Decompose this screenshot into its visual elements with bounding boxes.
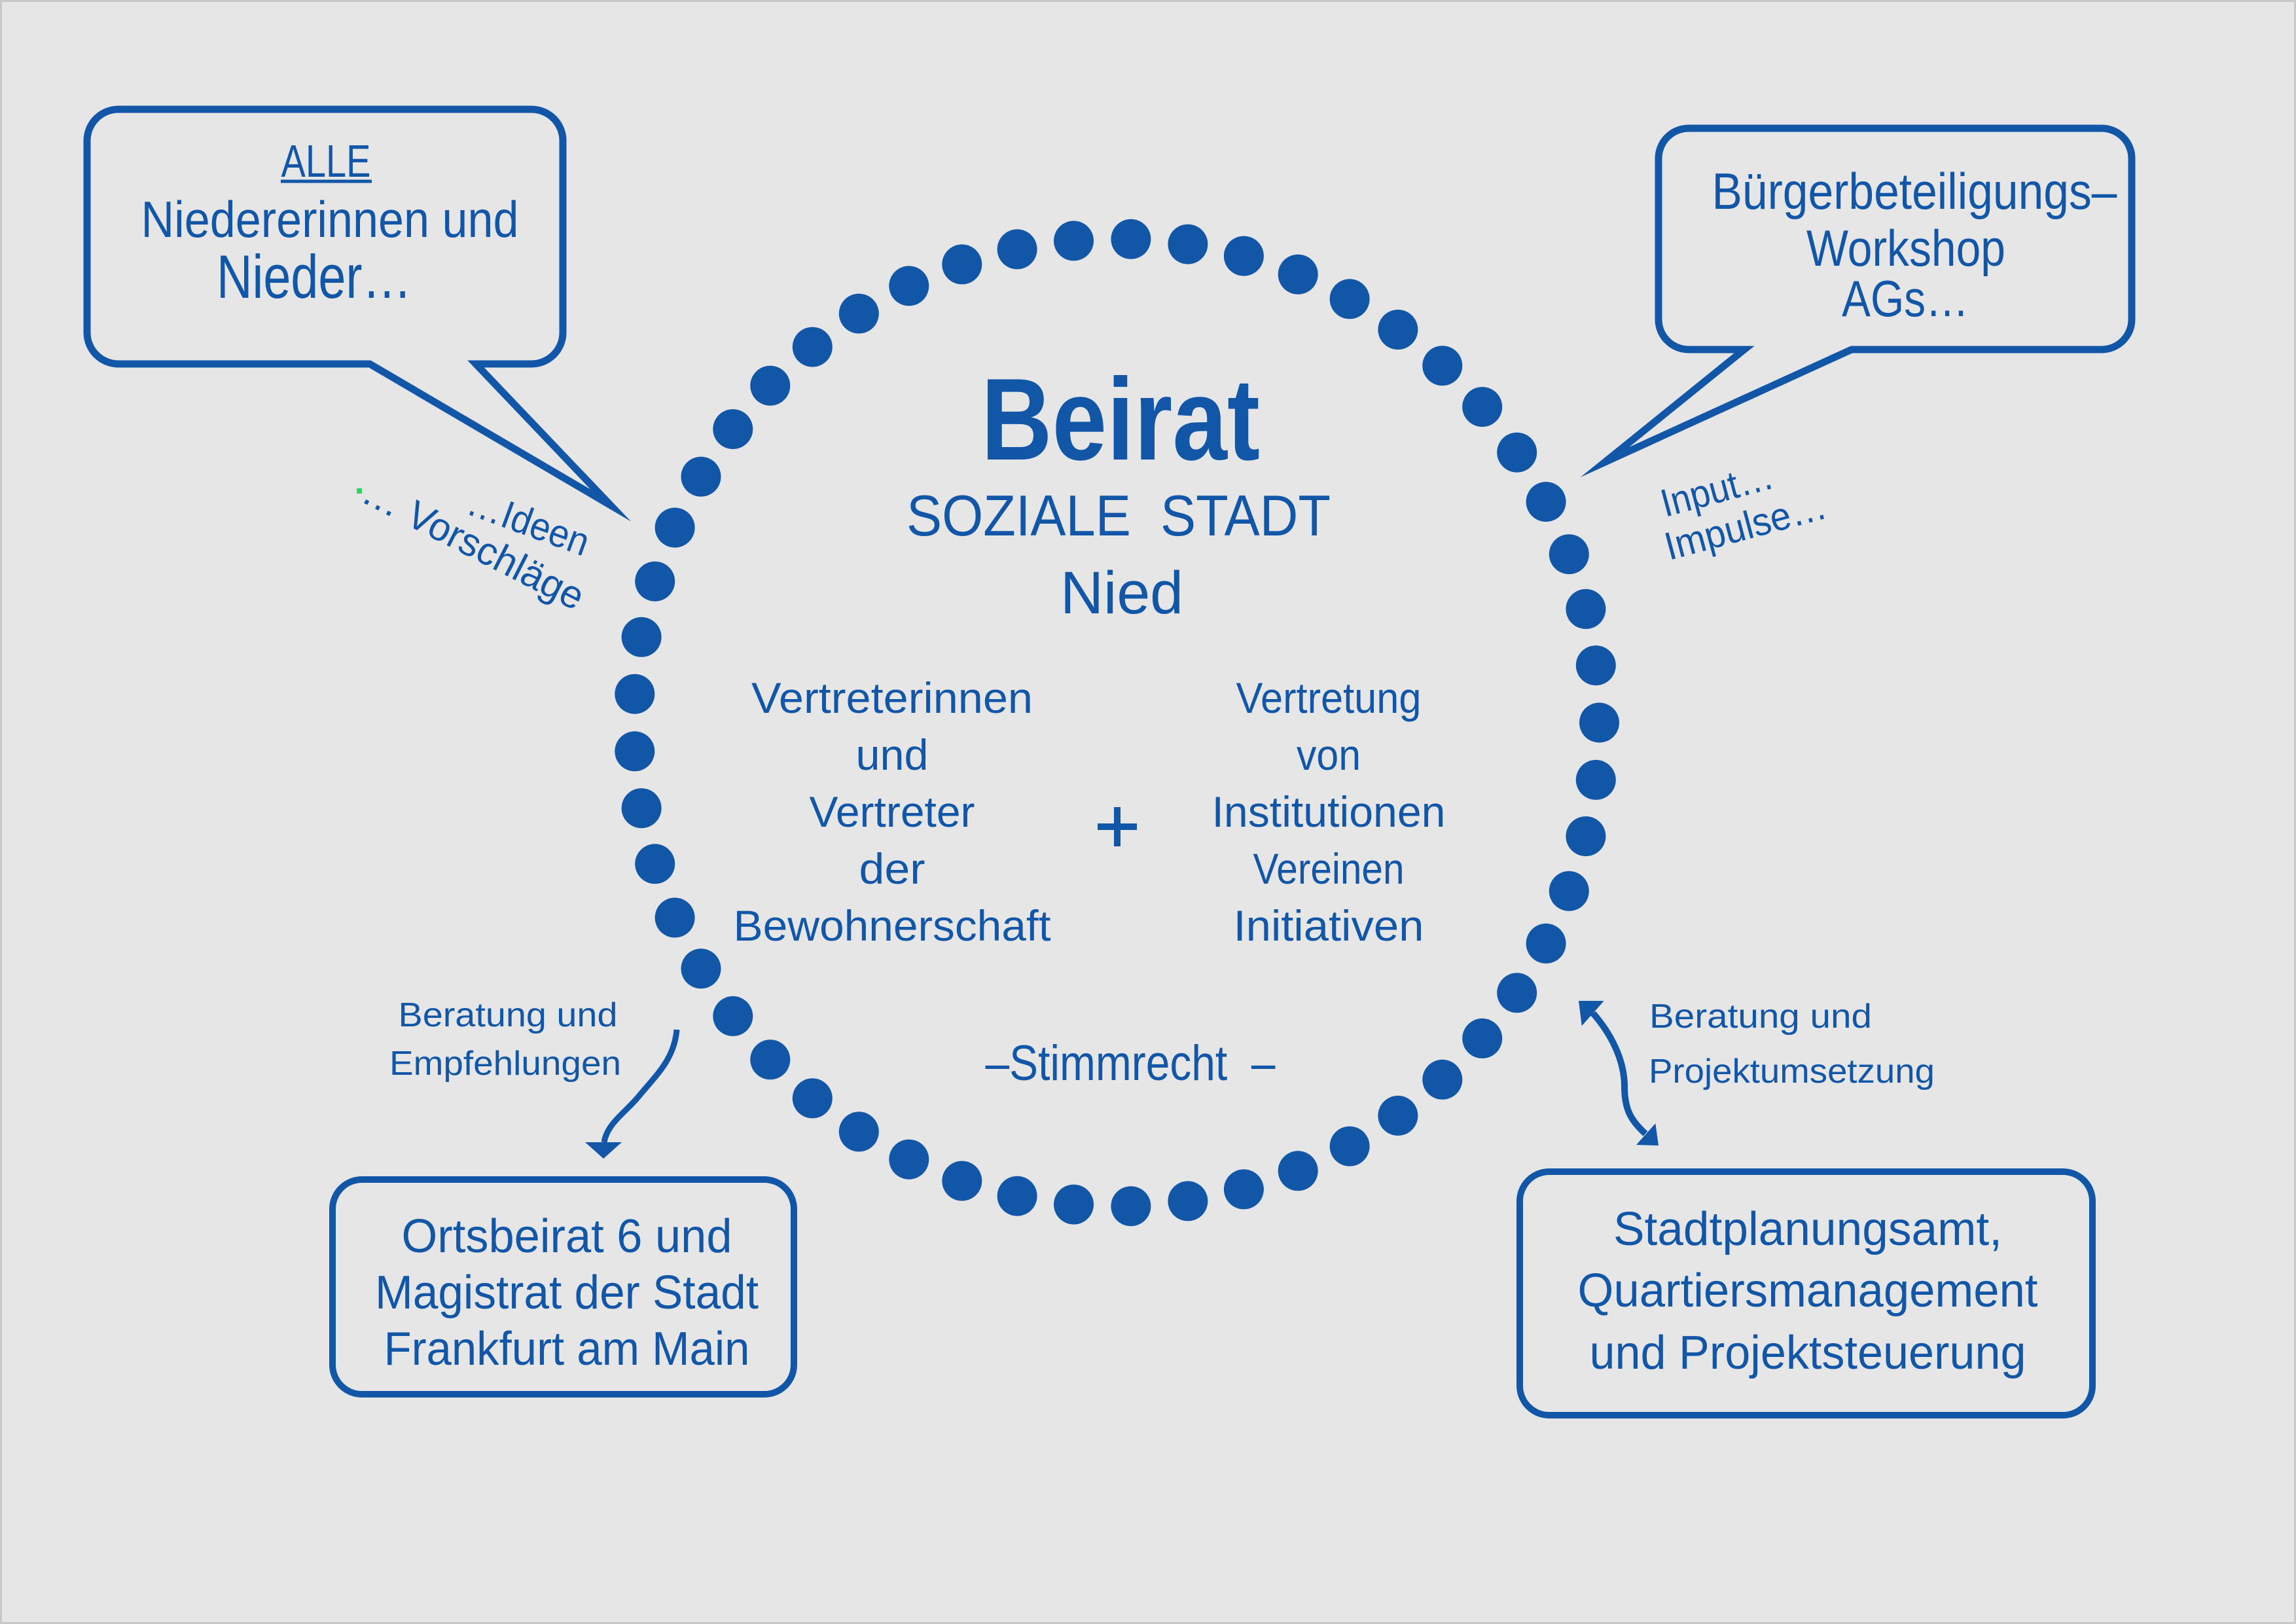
- svg-text:Quartiersmanagement: Quartiersmanagement: [1578, 1265, 2038, 1317]
- svg-text:von: von: [1297, 731, 1361, 779]
- svg-text:der: der: [859, 844, 925, 893]
- svg-text:und: und: [856, 731, 929, 779]
- svg-text:Beirat: Beirat: [981, 354, 1260, 484]
- svg-text:Bewohnerschaft: Bewohnerschaft: [734, 901, 1051, 950]
- svg-text:Projektumsetzung: Projektumsetzung: [1649, 1053, 1935, 1091]
- svg-text:Initiativen: Initiativen: [1234, 901, 1424, 950]
- svg-text:und Projektsteuerung: und Projektsteuerung: [1590, 1327, 2026, 1379]
- svg-text:Nieder…: Nieder…: [217, 242, 412, 311]
- svg-text:Vereinen: Vereinen: [1253, 844, 1405, 893]
- svg-text:Nied: Nied: [1060, 560, 1183, 626]
- svg-text:–Stimmrecht –: –Stimmrecht –: [986, 1036, 1276, 1091]
- svg-text:Vertreterinnen: Vertreterinnen: [751, 674, 1033, 722]
- svg-text:Vertretung: Vertretung: [1236, 674, 1422, 722]
- svg-text:Workshop: Workshop: [1806, 219, 2005, 277]
- svg-text:Stadtplanungsamt,: Stadtplanungsamt,: [1613, 1203, 2002, 1255]
- svg-text:Ortsbeirat 6 und: Ortsbeirat 6 und: [402, 1210, 732, 1263]
- svg-text:AGs…: AGs…: [1842, 270, 1969, 327]
- svg-text:Frankfurt am Main: Frankfurt am Main: [384, 1323, 750, 1375]
- svg-text:Empfehlungen: Empfehlungen: [389, 1045, 621, 1083]
- svg-text:SOZIALE STADT: SOZIALE STADT: [906, 483, 1331, 548]
- svg-text:Niedererinnen und: Niedererinnen und: [141, 190, 519, 248]
- svg-text:Bürgerbeteiligungs–: Bürgerbeteiligungs–: [1712, 162, 2118, 220]
- svg-text:Institutionen: Institutionen: [1212, 787, 1446, 836]
- svg-text:Vertreter: Vertreter: [810, 787, 975, 836]
- svg-text:Beratung und: Beratung und: [1649, 998, 1872, 1036]
- svg-text:Magistrat der Stadt: Magistrat der Stadt: [375, 1267, 759, 1319]
- svg-text:Beratung und: Beratung und: [399, 996, 618, 1034]
- svg-text:ALLE: ALLE: [281, 135, 371, 187]
